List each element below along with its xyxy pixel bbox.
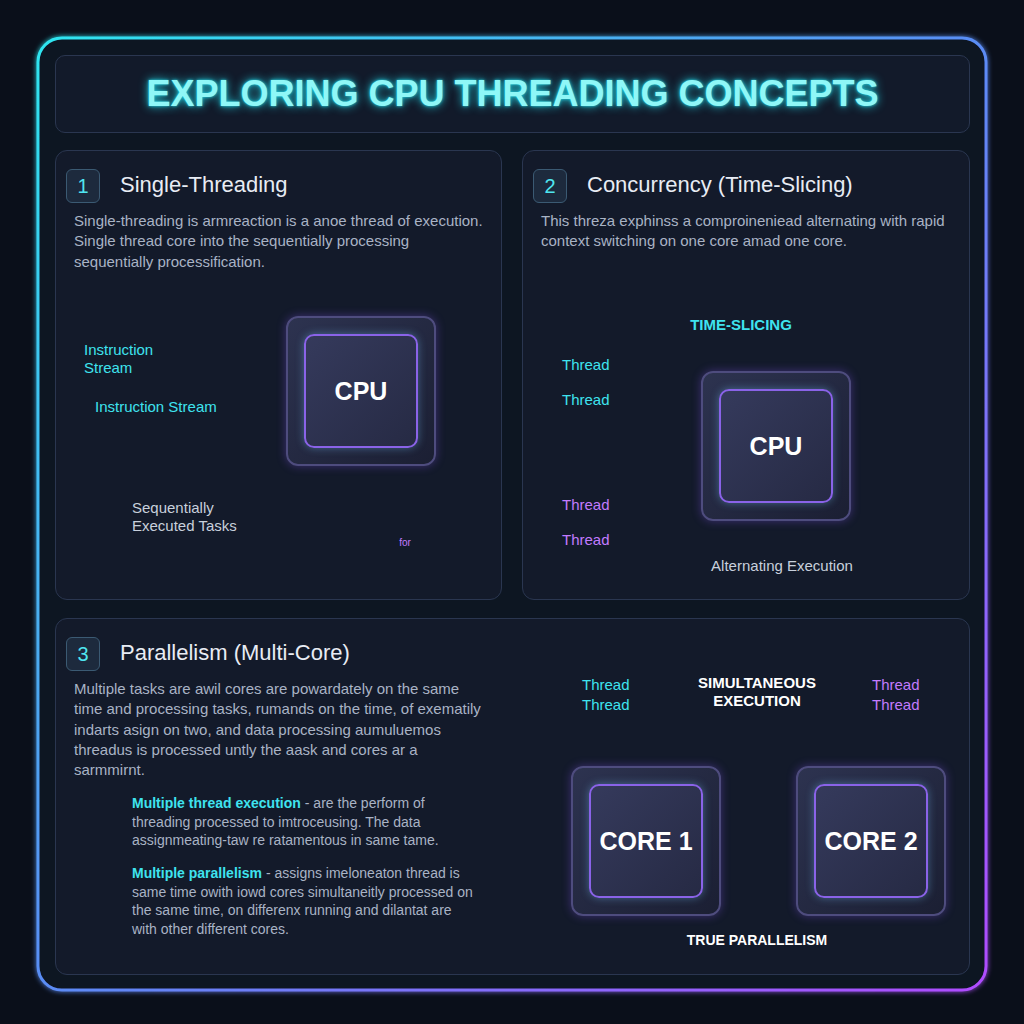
chip-pins xyxy=(788,758,954,924)
cpu-chip: CPU xyxy=(701,371,851,521)
timeline-label: TIME-SLICING xyxy=(683,316,799,334)
chip-label: CORE 1 xyxy=(599,827,692,856)
cpu-chip: CORE 1 xyxy=(571,766,721,916)
chip-label-wrap: CORE 1 xyxy=(599,827,692,856)
section-panel: Parallelism (Multi-Core) Multiple tasks a… xyxy=(55,618,970,975)
cpu-chip: CPU xyxy=(286,316,436,466)
bullet-paragraph: Multiple parallelism- assigns imeloneato… xyxy=(132,864,480,938)
stream-label: Instruction Stream xyxy=(84,341,180,377)
section-heading: Concurrency (Time-Slicing) xyxy=(587,169,951,201)
thread-label: Thread xyxy=(582,696,630,714)
section-body: This threza exphinss a comproineniead al… xyxy=(541,211,951,252)
bullet-paragraph: Multiple thread execution- are the perfo… xyxy=(132,794,480,850)
chip-pins xyxy=(563,758,729,924)
simultaneous-label: SIMULTANEOUS EXECUTION xyxy=(678,674,836,710)
parallelism-label: TRUE PARALLELISM xyxy=(670,932,844,949)
step-badge: 2 xyxy=(533,169,567,203)
chip-pins xyxy=(693,363,859,529)
cpu-chip: CORE 2 xyxy=(796,766,946,916)
thread-label: Thread xyxy=(872,696,920,714)
chip-label: CPU xyxy=(335,377,388,406)
chip-pins xyxy=(278,308,444,474)
task-label: Sequentially Executed Tasks xyxy=(132,499,257,535)
step-badge: 1 xyxy=(66,169,100,203)
chip-label: CPU xyxy=(750,432,803,461)
chip-label-wrap: CPU xyxy=(750,432,803,461)
bullet-heading: Multiple parallelism xyxy=(132,865,262,881)
step-number: 1 xyxy=(77,175,88,198)
thread-label: Thread xyxy=(562,496,610,514)
thread-label: Thread xyxy=(562,391,610,409)
thread-label: Thread xyxy=(562,531,610,549)
chip-label: CORE 2 xyxy=(824,827,917,856)
step-badge: 3 xyxy=(66,637,100,671)
thread-label: Thread xyxy=(582,676,630,694)
bullet-heading: Multiple thread execution xyxy=(132,795,301,811)
chip-label-wrap: CORE 2 xyxy=(824,827,917,856)
diagram-title: EXPLORING CPU THREADING CONCEPTS xyxy=(146,73,878,115)
step-number: 2 xyxy=(544,175,555,198)
outer-frame xyxy=(38,38,986,990)
section-heading: Parallelism (Multi-Core) xyxy=(120,637,951,669)
chip-label-wrap: CPU xyxy=(335,377,388,406)
step-number: 3 xyxy=(77,643,88,666)
section-body: Multiple tasks are awil cores are poward… xyxy=(74,679,486,780)
section-heading: Single-Threading xyxy=(120,169,483,201)
doc-label: for xyxy=(393,537,417,549)
stream-label: Instruction Stream xyxy=(95,398,217,416)
caption-label: Alternating Execution xyxy=(700,557,864,575)
title-bar: EXPLORING CPU THREADING CONCEPTS xyxy=(55,55,970,133)
thread-label: Thread xyxy=(562,356,610,374)
thread-label: Thread xyxy=(872,676,920,694)
section-body: Single-threading is armreaction is a ano… xyxy=(74,211,483,272)
